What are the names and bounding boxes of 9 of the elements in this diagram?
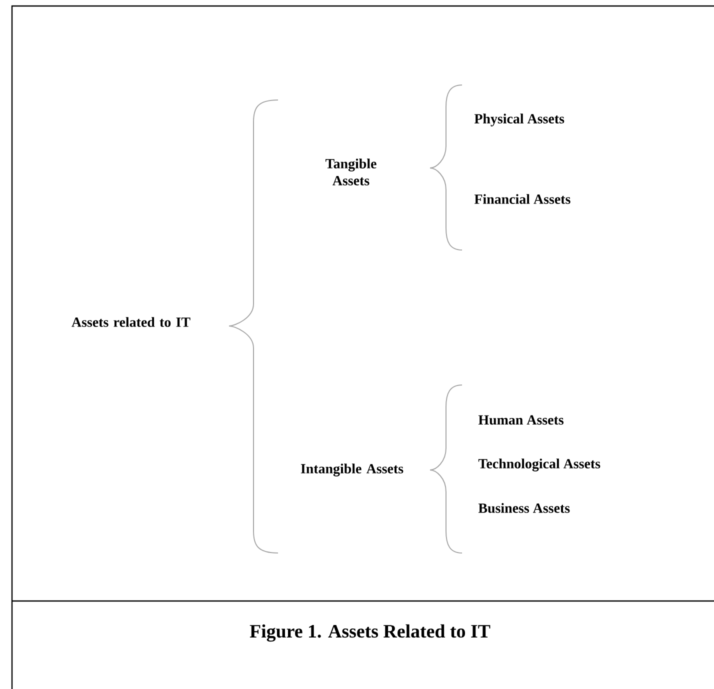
label-text: Intangible Assets: [300, 464, 404, 476]
label-text: Technological Assets: [478, 458, 600, 472]
label-text: Human Assets: [478, 415, 564, 425]
label-text: Financial Assets: [474, 194, 570, 204]
label-text: Tangible Assets: [326, 158, 376, 186]
label-text: Physical Assets: [474, 114, 564, 126]
label-text: Business Assets: [478, 503, 570, 513]
label-text: Assets related to IT: [72, 317, 190, 327]
figure-caption: Figure 1. Assets Related to IT: [250, 624, 490, 642]
